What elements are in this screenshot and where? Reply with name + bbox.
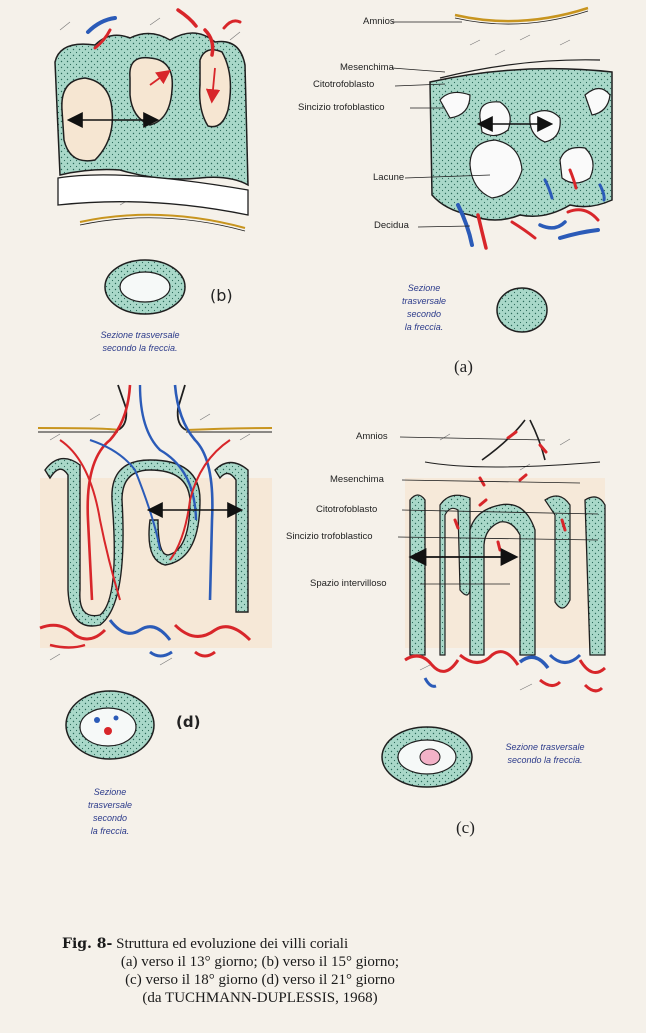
label-c-spazio: Spazio intervilloso	[310, 578, 387, 589]
section-note-d-line3: secondo	[92, 813, 128, 823]
section-note-d-line1: Sezione	[93, 787, 127, 797]
section-note-a-line2: trasversale	[401, 296, 446, 306]
caption-line-2: (c) verso il 18° giorno (d) verso il 21°…	[125, 972, 395, 988]
caption-title-line: Fig. 8- Struttura ed evoluzione dei vill…	[40, 935, 480, 953]
section-note-c-line1: Sezione trasversale	[505, 742, 585, 752]
label-a-decidua: Decidua	[374, 220, 409, 231]
panel-d-tag: (d)	[176, 713, 201, 731]
section-note-d: Sezione trasversale secondo la freccia.	[70, 786, 150, 838]
panel-a-tag: (a)	[454, 357, 473, 376]
panel-d-diagram	[37, 384, 273, 760]
section-note-a-line3: secondo	[406, 309, 442, 319]
panel-a-diagram	[391, 6, 613, 333]
section-note-b-line2: secondo la freccia.	[102, 343, 178, 353]
label-c-amnios: Amnios	[356, 431, 388, 442]
label-c-mesenchima: Mesenchima	[330, 474, 384, 485]
figure-title: Struttura ed evoluzione dei villi corial…	[116, 936, 349, 952]
section-note-a: Sezione trasversale secondo la freccia.	[384, 282, 464, 334]
figure-caption: Fig. 8- Struttura ed evoluzione dei vill…	[40, 935, 480, 1007]
label-a-citotrofoblasto: Citotrofoblasto	[313, 79, 375, 90]
section-note-c: Sezione trasversale secondo la freccia.	[487, 741, 603, 767]
panel-b-diagram	[54, 8, 249, 315]
caption-line-3: (da TUCHMANN-DUPLESSIS, 1968)	[142, 990, 378, 1006]
caption-line-1: (a) verso il 13° giorno; (b) verso il 15…	[120, 954, 400, 970]
label-a-lacune: Lacune	[373, 172, 405, 183]
section-note-d-line2: trasversale	[87, 800, 132, 810]
figure-number: Fig. 8-	[62, 936, 113, 952]
section-note-a-line4: la freccia.	[404, 322, 444, 332]
label-c-sincizio: Sincizio trofoblastico	[286, 531, 373, 542]
section-note-b: Sezione trasversale secondo la freccia.	[70, 329, 210, 355]
panel-c-diagram	[381, 419, 607, 788]
label-c-citotrofoblasto: Citotrofoblasto	[316, 504, 378, 515]
panel-b-tag: (b)	[210, 286, 233, 305]
section-note-a-line1: Sezione	[407, 283, 441, 293]
panel-c-tag: (c)	[456, 818, 475, 837]
section-note-c-line2: secondo la freccia.	[507, 755, 583, 765]
label-a-sincizio: Sincizio trofoblastico	[298, 102, 385, 113]
label-a-amnios: Amnios	[363, 16, 395, 27]
label-a-mesenchima: Mesenchima	[340, 62, 394, 73]
section-note-b-line1: Sezione trasversale	[100, 330, 180, 340]
section-note-d-line4: la freccia.	[90, 826, 130, 836]
